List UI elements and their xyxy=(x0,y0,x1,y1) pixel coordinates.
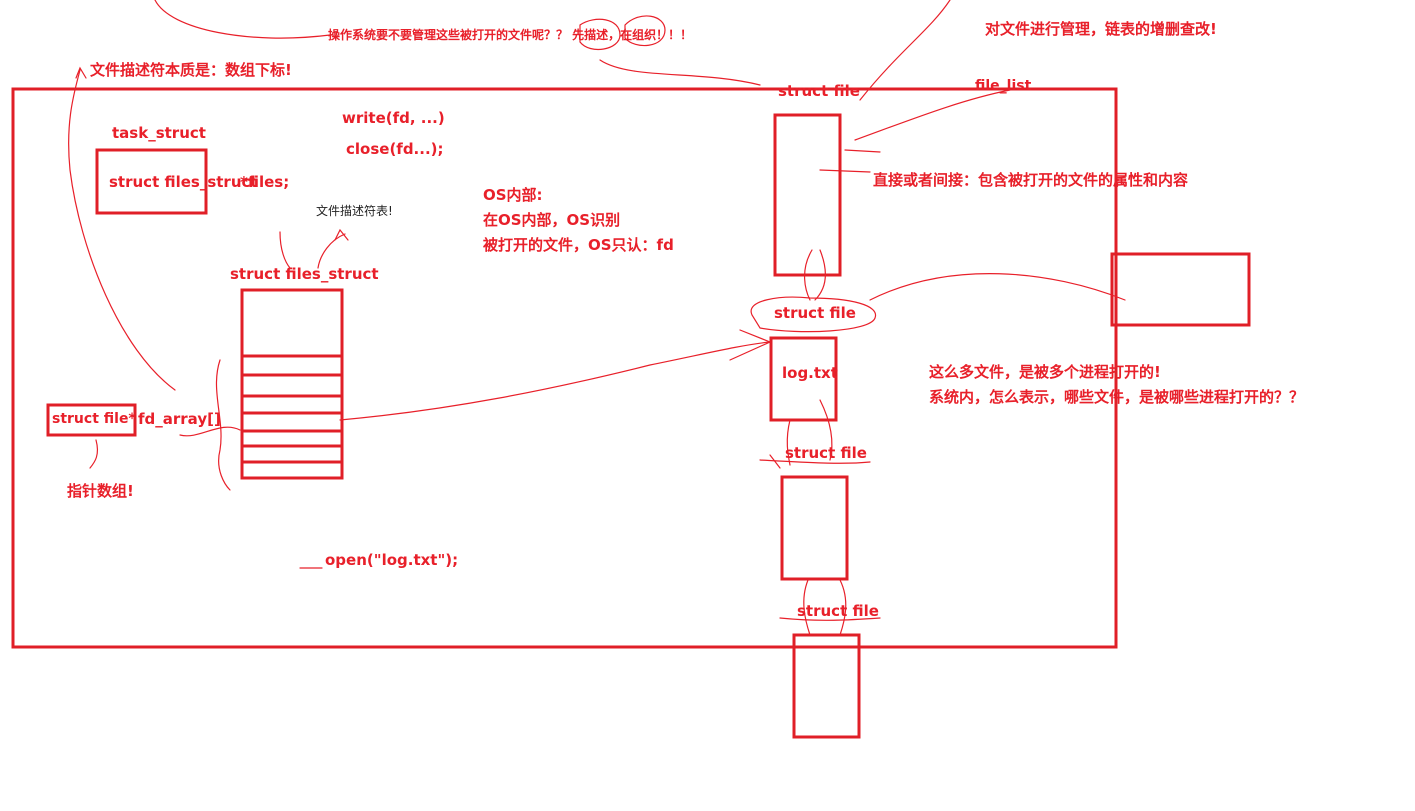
struct-file-label-3: struct file xyxy=(785,444,867,462)
fd-array-type-box xyxy=(46,403,137,437)
fd-table-annotation: 文件描述符表! xyxy=(316,204,393,218)
files-struct-pointer-type: struct files_struct xyxy=(109,173,258,191)
struct-file-label-2: struct file xyxy=(774,304,856,322)
fd-essence-annotation: 文件描述符本质是：数组下标! xyxy=(90,61,292,79)
files-struct-block xyxy=(240,288,344,480)
struct-file-box-4 xyxy=(792,633,861,739)
manage-files-annotation: 对文件进行管理，链表的增删查改! xyxy=(985,20,1217,38)
many-files-annotation: 这么多文件，是被多个进程打开的! xyxy=(929,363,1161,381)
other-process-box xyxy=(1110,252,1251,327)
os-inner-line-1: 在OS内部，OS识别 xyxy=(483,211,621,229)
file-list-label: file_list xyxy=(975,78,1032,94)
fd-array-name-label: fd_array[] xyxy=(138,410,221,428)
struct-file-box-3 xyxy=(780,475,849,581)
os-inner-title: OS内部: xyxy=(483,186,543,204)
kernel-region-box xyxy=(11,87,1118,649)
pointer-array-annotation: 指针数组! xyxy=(67,482,134,500)
write-call-label: write(fd, ...) xyxy=(342,109,445,127)
os-inner-line-2: 被打开的文件，OS只认：fd xyxy=(483,236,674,254)
fd-array-type-label: struct file* xyxy=(52,411,136,427)
task-struct-label: task_struct xyxy=(112,124,206,142)
close-call-label: close(fd...); xyxy=(346,140,444,158)
struct-file-label-4: struct file xyxy=(797,602,879,620)
struct-file-box-1 xyxy=(773,113,842,277)
files-struct-label: struct files_struct xyxy=(230,265,379,283)
struct-file-label-1: struct file xyxy=(778,82,860,100)
files-struct-pointer-box xyxy=(95,148,208,215)
top-question-annotation: 操作系统要不要管理这些被打开的文件呢？？ 先描述，在组织！！！ xyxy=(328,28,693,42)
open-call-label: open("log.txt"); xyxy=(325,551,459,569)
log-txt-label: log.txt xyxy=(782,364,838,382)
struct-file-box-log xyxy=(769,336,838,422)
files-struct-pointer-name: *files; xyxy=(240,173,290,191)
direct-indirect-annotation: 直接或者间接：包含被打开的文件的属性和内容 xyxy=(873,171,1189,189)
which-process-annotation: 系统内，怎么表示，哪些文件，是被哪些进程打开的？？ xyxy=(929,388,1305,406)
